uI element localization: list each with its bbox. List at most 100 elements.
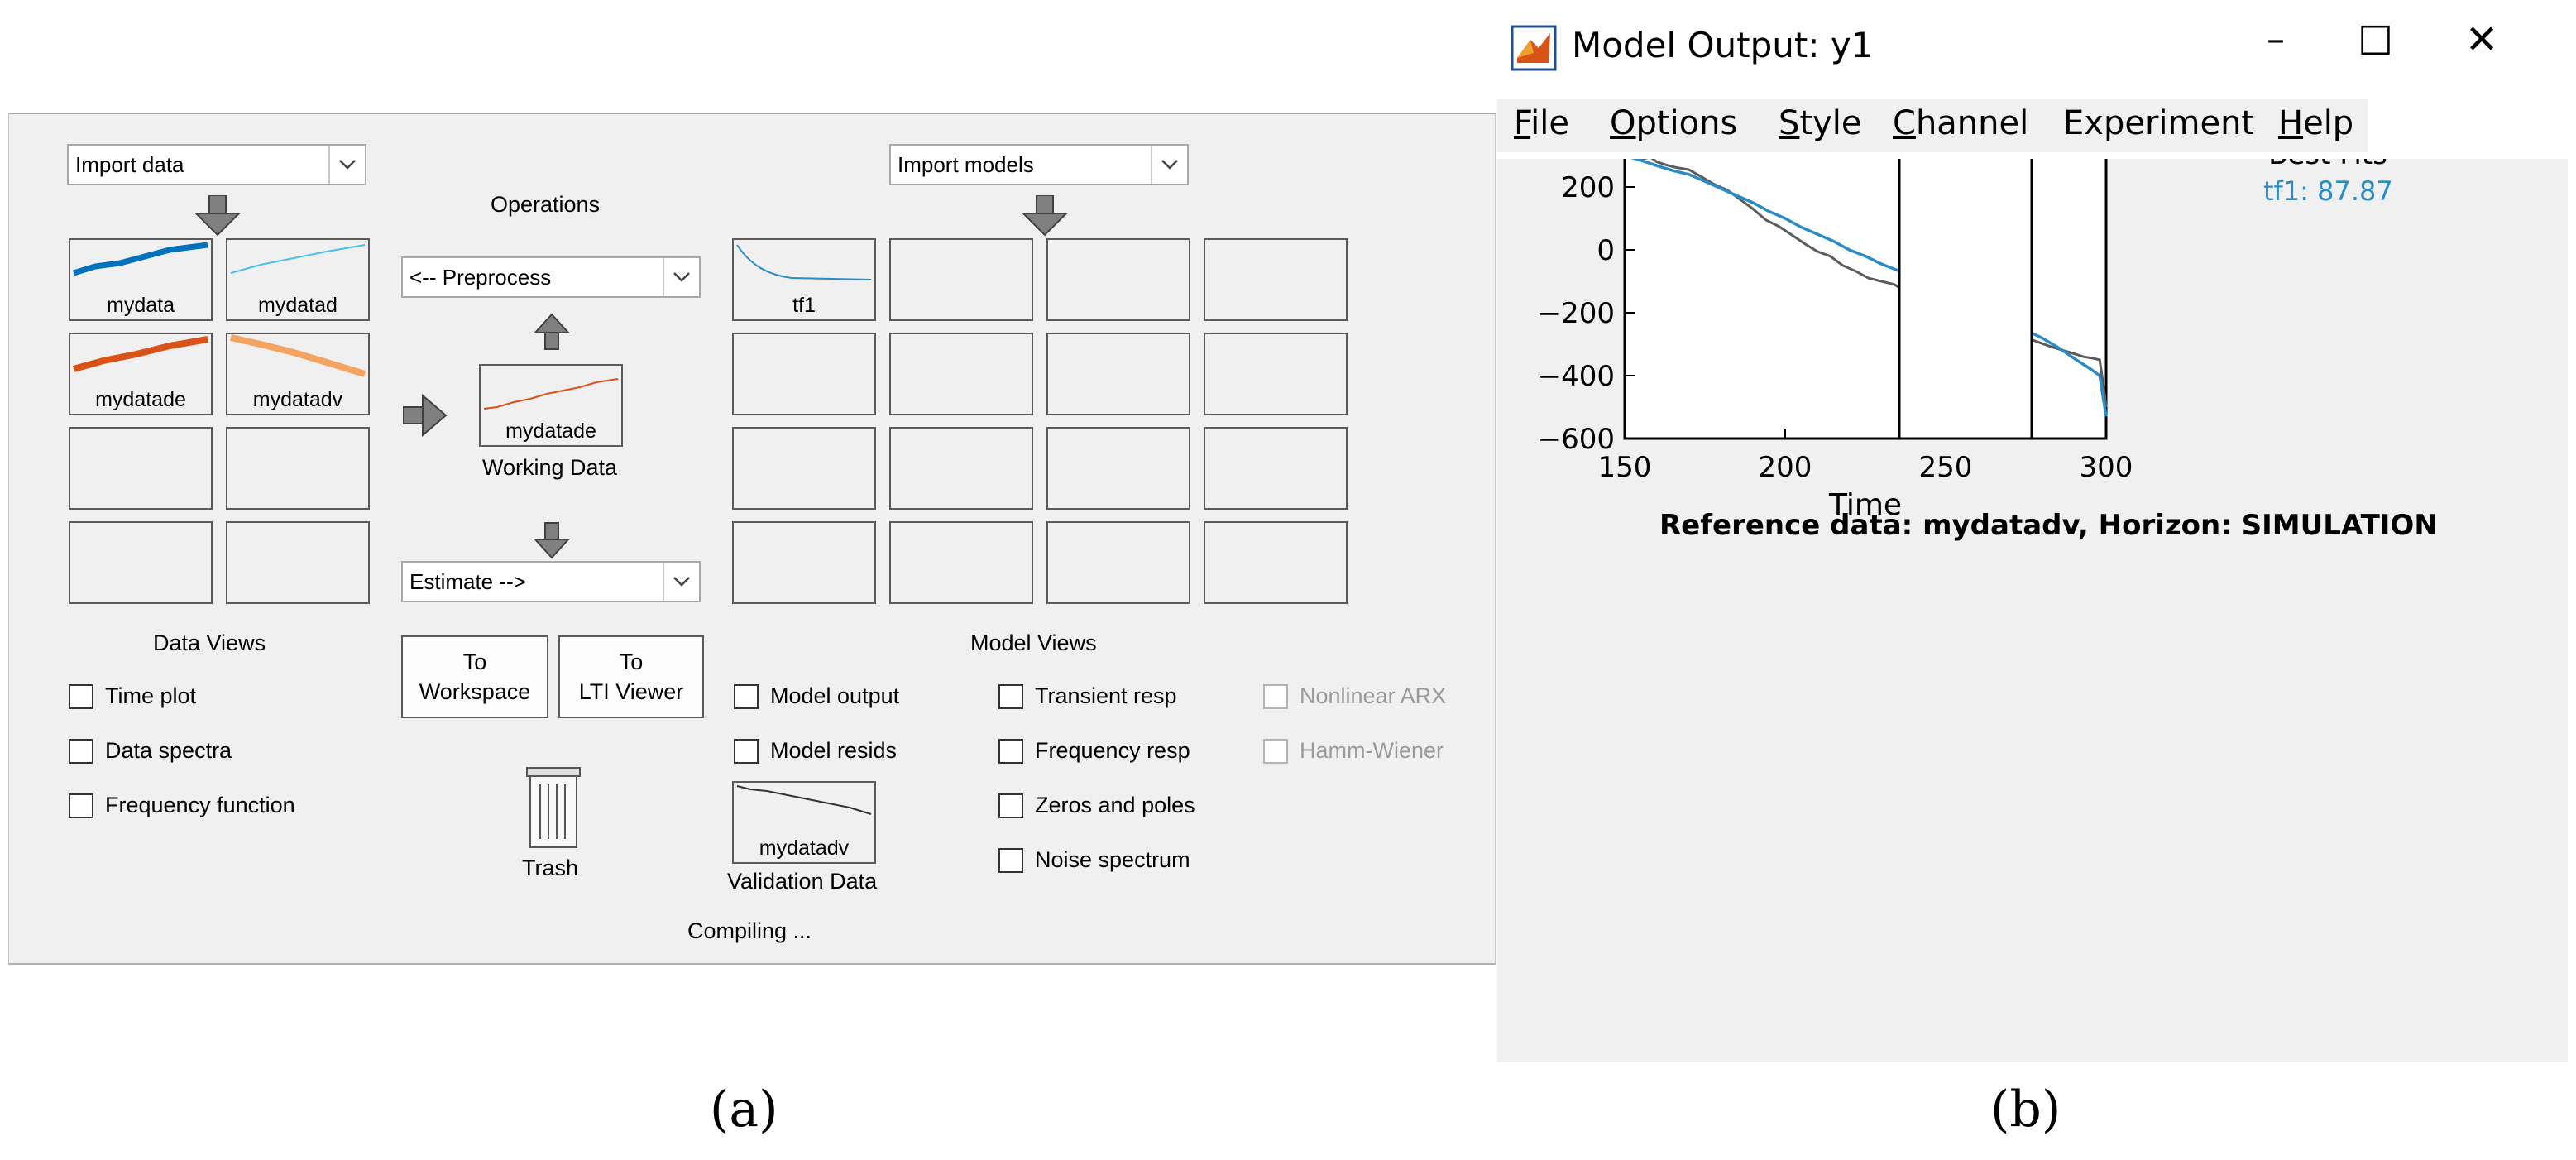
y-tick-label: −600 <box>1538 423 1615 456</box>
title-bar: Model Output: y1 – ☐ ✕ <box>1497 0 2568 99</box>
checkbox-label: Time plot <box>105 683 197 708</box>
model-tile-empty[interactable] <box>889 238 1033 321</box>
hamm-wiener-checkbox[interactable]: Hamm-Wiener <box>1263 738 1444 764</box>
model-tile-tf1[interactable]: tf1 <box>732 238 876 321</box>
to-workspace-button[interactable]: To Workspace <box>401 635 548 718</box>
data-spectra-checkbox[interactable]: Data spectra <box>69 738 232 764</box>
menu-style[interactable]: Style <box>1779 104 1861 142</box>
menu-separator <box>1497 152 2568 159</box>
checkbox-box[interactable] <box>998 738 1023 764</box>
checkbox-box[interactable] <box>69 738 93 764</box>
maximize-button[interactable]: ☐ <box>2358 18 2394 65</box>
menu-file[interactable]: File <box>1514 104 1569 142</box>
nonlinear-arx-checkbox[interactable]: Nonlinear ARX <box>1263 683 1446 709</box>
model-tile-empty[interactable] <box>1204 521 1348 604</box>
menu-help[interactable]: Help <box>2278 104 2353 142</box>
model-tile-empty[interactable] <box>1046 521 1190 604</box>
model-tile-empty[interactable] <box>732 333 876 415</box>
working-data-label: mydatade <box>505 419 596 443</box>
checkbox-box[interactable] <box>1263 683 1288 709</box>
estimate-value: Estimate --> <box>409 569 526 594</box>
data-tile-label: mydata <box>107 294 175 317</box>
data-tile-mydatad[interactable]: mydatad <box>226 238 370 321</box>
frequency-function-checkbox[interactable]: Frequency function <box>69 793 295 818</box>
working-data-caption: Working Data <box>482 455 618 480</box>
model-tile-empty[interactable] <box>732 427 876 510</box>
model-tile-empty[interactable] <box>1046 238 1190 321</box>
import-data-dropdown[interactable]: Import data <box>67 144 366 185</box>
data-tile-empty[interactable] <box>226 521 370 604</box>
menu-label-rest: hannel <box>1915 104 2029 142</box>
caption-a: (a) <box>710 1081 778 1138</box>
menu-mnemonic: F <box>1514 104 1531 142</box>
x-tick-label: 300 <box>2080 451 2133 484</box>
menu-options[interactable]: Options <box>1610 104 1737 142</box>
checkbox-label: Model resids <box>770 738 898 763</box>
up-arrow-icon <box>534 313 570 350</box>
data-tile-mydatade[interactable]: mydatade <box>69 333 213 415</box>
best-fits-entry: tf1: 87.87 <box>2263 175 2393 207</box>
data-tile-empty[interactable] <box>226 427 370 510</box>
model-output-window: Model Output: y1 – ☐ ✕ File Options Styl… <box>1497 0 2568 1062</box>
trash-icon[interactable] <box>522 763 585 851</box>
down-arrow-icon <box>1021 195 1069 237</box>
x-tick-label: 250 <box>1919 451 1973 484</box>
menu-bar-filler <box>2368 99 2568 152</box>
button-line: To <box>619 650 644 674</box>
model-tile-empty[interactable] <box>889 333 1033 415</box>
to-lti-viewer-button[interactable]: To LTI Viewer <box>558 635 704 718</box>
import-models-dropdown[interactable]: Import models <box>889 144 1189 185</box>
model-tile-empty[interactable] <box>1204 333 1348 415</box>
menu-experiment[interactable]: Experiment <box>2063 104 2254 142</box>
model-resids-checkbox[interactable]: Model resids <box>734 738 897 764</box>
minimize-button[interactable]: – <box>2267 18 2285 60</box>
checkbox-label: Transient resp <box>1035 683 1177 708</box>
tf1-simulated-line <box>1630 159 2108 417</box>
transient-resp-checkbox[interactable]: Transient resp <box>998 683 1177 709</box>
model-tile-empty[interactable] <box>1204 427 1348 510</box>
model-tile-empty[interactable] <box>889 427 1033 510</box>
checkbox-label: Zeros and poles <box>1035 793 1195 817</box>
model-output-chart: Measured (mydatadv) and simulated model … <box>1538 159 2438 542</box>
menu-mnemonic: S <box>1779 104 1800 142</box>
data-tile-mydatadv[interactable]: mydatadv <box>226 333 370 415</box>
model-tile-empty[interactable] <box>1046 333 1190 415</box>
chevron-down-icon <box>663 258 699 296</box>
close-button[interactable]: ✕ <box>2465 17 2499 63</box>
data-tile-mydata[interactable]: mydata <box>69 238 213 321</box>
validation-data-tile[interactable]: mydatadv <box>732 781 876 864</box>
data-views-title: Data Views <box>153 630 266 655</box>
model-tile-empty[interactable] <box>1204 238 1348 321</box>
checkbox-box[interactable] <box>998 847 1023 873</box>
y-tick-label: −200 <box>1538 297 1615 330</box>
menu-channel[interactable]: Channel <box>1893 104 2028 142</box>
model-tile-empty[interactable] <box>889 521 1033 604</box>
model-output-checkbox[interactable]: Model output <box>734 683 899 709</box>
reference-data-text: Reference data: mydatadv, Horizon: SIMUL… <box>1659 509 2438 542</box>
chevron-down-icon <box>663 563 699 601</box>
data-tile-empty[interactable] <box>69 521 213 604</box>
estimate-dropdown[interactable]: Estimate --> <box>401 561 701 602</box>
checkbox-box[interactable] <box>998 793 1023 818</box>
menu-mnemonic: C <box>1893 104 1916 142</box>
checkbox-box[interactable] <box>69 683 93 709</box>
frequency-resp-checkbox[interactable]: Frequency resp <box>998 738 1190 764</box>
preprocess-dropdown[interactable]: <-- Preprocess <box>401 256 701 298</box>
checkbox-box[interactable] <box>734 738 759 764</box>
data-tile-empty[interactable] <box>69 427 213 510</box>
noise-spectrum-checkbox[interactable]: Noise spectrum <box>998 847 1190 873</box>
measured-output-line <box>1640 159 2108 408</box>
checkbox-label: Model output <box>770 683 900 708</box>
checkbox-box[interactable] <box>998 683 1023 709</box>
checkbox-box[interactable] <box>1263 738 1288 764</box>
time-plot-checkbox[interactable]: Time plot <box>69 683 196 709</box>
checkbox-box[interactable] <box>69 793 93 818</box>
model-tile-empty[interactable] <box>1046 427 1190 510</box>
working-data-tile[interactable]: mydatade <box>479 364 623 447</box>
zeros-and-poles-checkbox[interactable]: Zeros and poles <box>998 793 1195 818</box>
menu-label-rest: ptions <box>1635 104 1738 142</box>
validation-data-caption: Validation Data <box>727 869 878 894</box>
caption-b: (b) <box>1990 1081 2061 1138</box>
model-tile-empty[interactable] <box>732 521 876 604</box>
checkbox-box[interactable] <box>734 683 759 709</box>
